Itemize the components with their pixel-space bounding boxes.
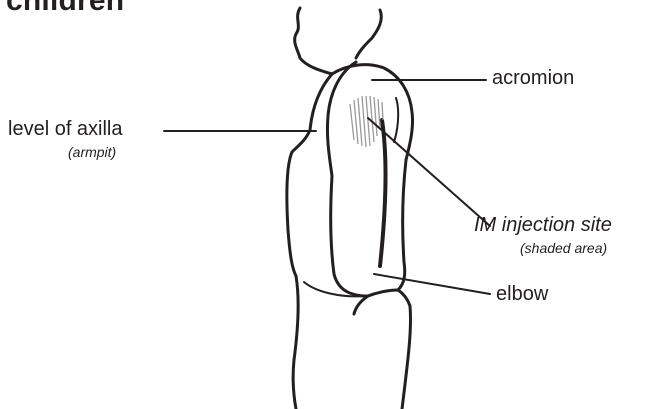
upper-arm-back [331,176,368,296]
elbow-label: elbow [496,283,548,306]
axilla-label: level of axilla [8,118,123,141]
elbow-outline [368,290,410,306]
upper-arm-front [398,160,406,290]
axilla-note: (armpit) [68,144,116,160]
waist-front [402,306,411,409]
injection-site-label: IM injection site [474,214,612,237]
arm-inner-stroke-2 [394,98,398,142]
arm-inner-stroke [380,120,386,266]
neck-back-outline [295,8,332,74]
neck-front-outline [356,10,381,58]
waist-back [293,276,298,409]
injection-site-note: (shaded area) [520,240,607,256]
injection-site-shading [350,96,383,147]
torso-back-upper [287,74,332,276]
acromion-label: acromion [492,67,574,90]
forearm-outline [354,296,368,314]
